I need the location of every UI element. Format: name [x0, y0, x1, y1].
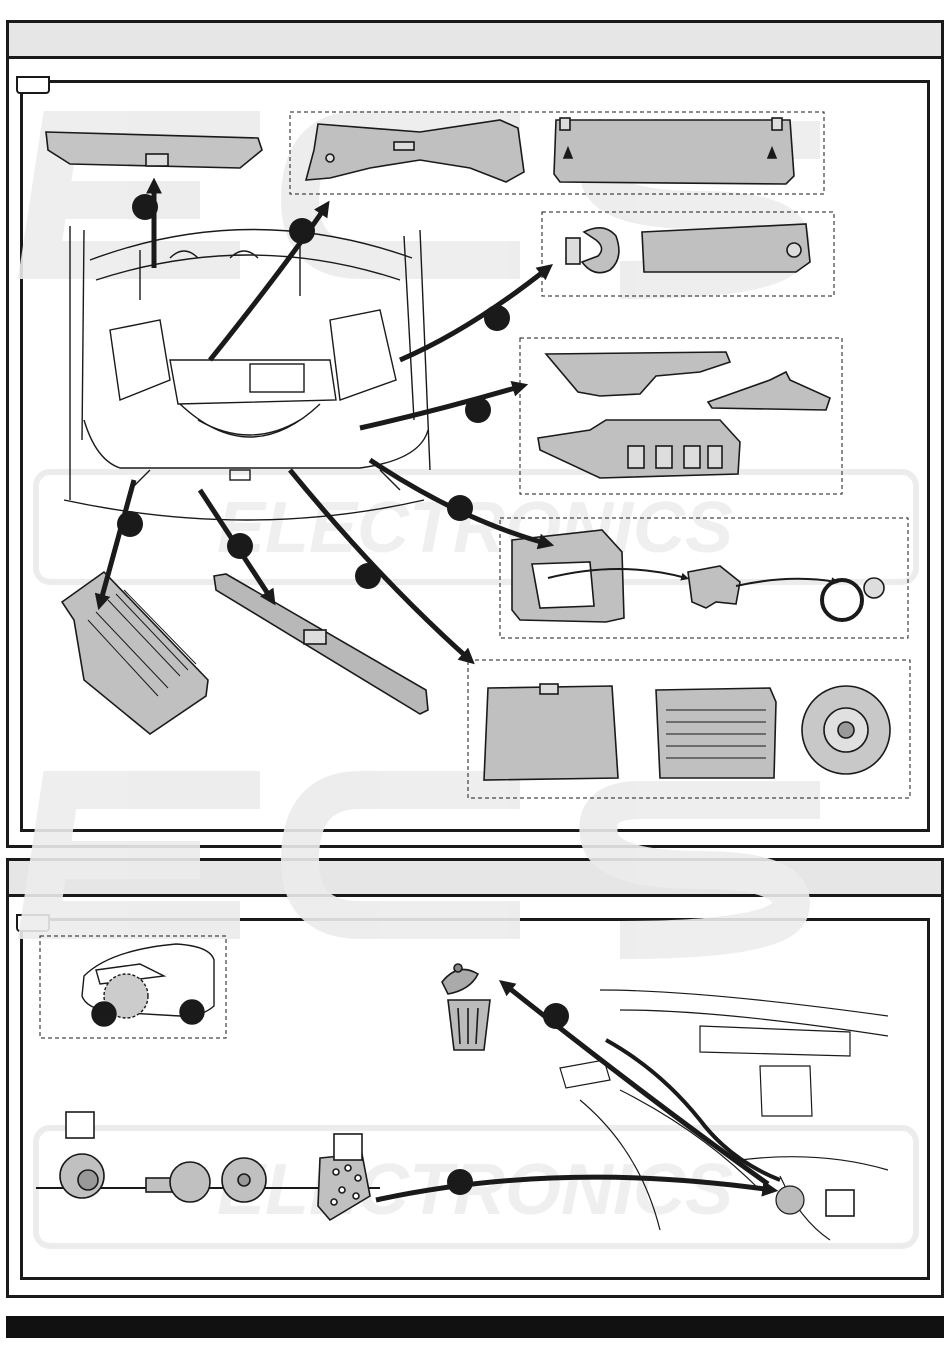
callout-route-harness	[447, 1169, 473, 1195]
hook-part	[566, 224, 810, 273]
callout-sill-trim	[227, 533, 253, 559]
sill-trim-part	[214, 574, 428, 714]
callout-left-box	[117, 511, 143, 537]
tray-parts	[538, 352, 830, 478]
callout-remove-cap	[543, 1003, 569, 1029]
trash-bin-icon	[442, 964, 490, 1050]
left-box-part	[62, 572, 208, 734]
callout-hook	[484, 305, 510, 331]
watermark-text-top: ELECTRONICS	[217, 488, 733, 568]
callout-lashing-eye	[447, 495, 473, 521]
marker-b	[334, 1134, 362, 1160]
parcel-shelf-part	[46, 132, 262, 168]
callout-side-trim-left	[289, 218, 315, 244]
marker-a	[66, 1112, 94, 1138]
watermark-text-bottom: ELECTRONICS	[217, 1150, 733, 1230]
marker-c	[826, 1190, 854, 1216]
floor-parts-group	[484, 684, 890, 780]
car-rear-thumbnail	[82, 944, 214, 1026]
callout-parcel-shelf	[132, 194, 158, 220]
callout-floor-parts	[355, 563, 381, 589]
callout-side-trays	[465, 397, 491, 423]
side-panel-part	[554, 118, 794, 184]
